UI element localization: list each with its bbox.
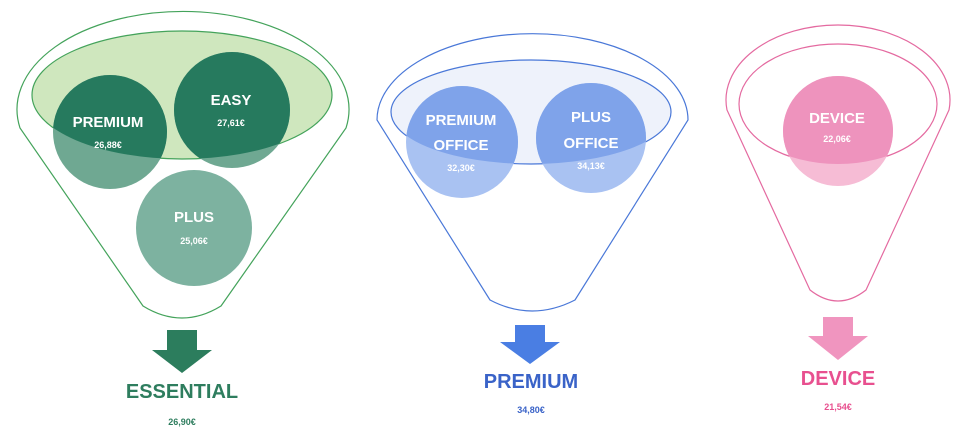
ball-plus [136,170,252,286]
result-price: 21,54€ [824,402,852,412]
result-title: PREMIUM [484,371,578,393]
ball-label: PREMIUM [73,114,144,131]
funnel-essential: PREMIUM 26,88€ EASY 27,61€ PLUS 25,06€ E… [16,10,350,427]
down-arrow-icon [500,325,560,364]
ball-price: 32,30€ [447,163,475,173]
ball-premium [53,75,167,159]
ball-plus-office [536,83,646,164]
result-price: 34,80€ [517,405,545,415]
ball-price: 22,06€ [823,134,851,144]
ball-label-line1: PLUS [571,109,611,126]
ball-label: DEVICE [809,110,865,127]
ball-label: EASY [211,92,252,109]
ball-price: 27,61€ [217,118,245,128]
down-arrow-icon [808,317,868,360]
funnel-device: DEVICE 22,06€ DEVICE 21,54€ [725,24,951,412]
ball-label: PLUS [174,209,214,226]
result-title: ESSENTIAL [126,381,238,403]
ball-price: 34,13€ [577,161,605,171]
result-price: 26,90€ [168,417,196,427]
down-arrow-icon [152,330,212,373]
ball-premium-office [406,86,518,164]
result-title: DEVICE [801,368,875,390]
ball-price: 25,06€ [180,236,208,246]
ball-device [783,76,893,164]
ball-label-line1: PREMIUM [426,112,497,129]
ball-label-line2: OFFICE [564,135,619,152]
ball-price: 26,88€ [94,140,122,150]
ball-easy [174,52,290,159]
funnel-premium: PREMIUM OFFICE 32,30€ PLUS OFFICE 34,13€… [376,33,689,415]
ball-label-line2: OFFICE [434,137,489,154]
